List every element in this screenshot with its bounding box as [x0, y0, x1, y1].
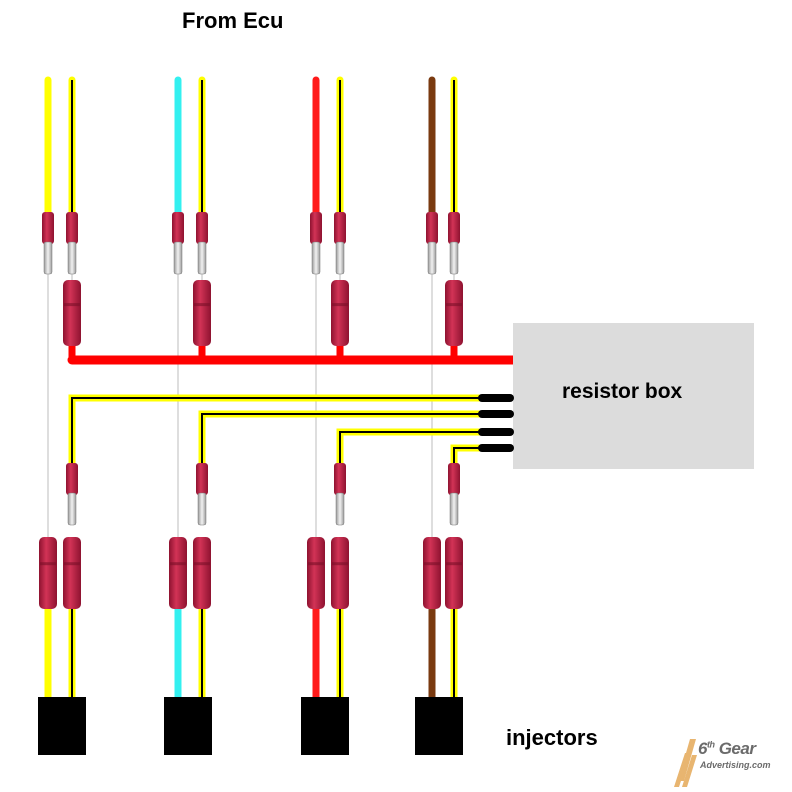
male-connector	[196, 212, 208, 275]
male-connector	[426, 212, 438, 275]
logo: 6th Gear Advertising.com	[672, 733, 787, 791]
male-connector	[42, 212, 54, 275]
male-connector	[334, 463, 346, 526]
injectors	[38, 697, 463, 755]
yellow-run-stripe	[453, 447, 484, 470]
ecu-wires	[44, 76, 458, 219]
male-connector	[66, 212, 78, 275]
female-sleeve	[331, 537, 349, 609]
logo-text: 6th Gear	[698, 739, 756, 758]
male-connector	[448, 463, 460, 526]
male-connector	[448, 212, 460, 275]
female-sleeve	[445, 537, 463, 609]
injectors-label: injectors	[506, 725, 598, 750]
injector-block	[38, 697, 86, 755]
female-sleeve	[63, 280, 81, 346]
yellow-run-stripe	[71, 397, 484, 470]
injector-wires	[44, 601, 458, 702]
resistor-box-leads	[478, 394, 514, 452]
thin-guide-lines	[47, 270, 455, 540]
female-sleeve	[445, 280, 463, 346]
female-sleeve	[331, 280, 349, 346]
female-sleeve	[169, 537, 187, 609]
yellow-run-stripe	[339, 431, 484, 470]
male-connector	[334, 212, 346, 275]
female-sleeve	[63, 537, 81, 609]
injector-block	[301, 697, 349, 755]
resistor-box	[513, 323, 754, 469]
injector-block	[164, 697, 212, 755]
male-connector	[310, 212, 322, 275]
injector-block	[415, 697, 463, 755]
logo-mark	[674, 739, 697, 787]
male-connector	[196, 463, 208, 526]
female-sleeve	[193, 537, 211, 609]
female-sleeve	[193, 280, 211, 346]
resistor-box-label: resistor box	[562, 380, 683, 403]
yellow-resistor-runs	[68, 394, 484, 470]
male-connector	[66, 463, 78, 526]
female-sleeve	[423, 537, 441, 609]
female-sleeve	[307, 537, 325, 609]
male-connector	[172, 212, 184, 275]
female-sleeve	[39, 537, 57, 609]
logo-subtext: Advertising.com	[700, 760, 771, 770]
yellow-run-stripe	[201, 413, 484, 470]
connectors	[39, 212, 463, 609]
diagram-title: From Ecu	[182, 8, 284, 33]
